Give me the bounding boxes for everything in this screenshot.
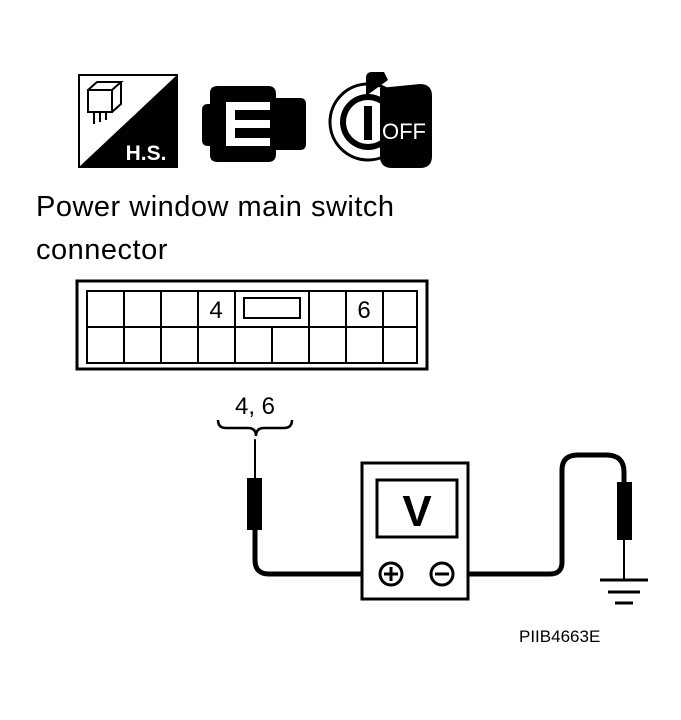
figure-code: PIIB4663E (519, 627, 601, 646)
connector-face (75, 279, 429, 371)
ignition-off-label: OFF (382, 119, 426, 144)
disconnect-connector-icon (202, 86, 306, 162)
harness-side-label: H.S. (126, 142, 167, 165)
meter-display (375, 478, 459, 539)
test-leads (247, 439, 632, 581)
ground-symbol (600, 578, 648, 605)
terminal-brace (216, 419, 294, 437)
terminal-6-label: 6 (357, 297, 370, 324)
connector-lock-tab (243, 297, 301, 319)
harness-side-icon: H.S. (78, 74, 178, 168)
negative-probe (617, 482, 632, 540)
voltmeter: V (360, 461, 470, 601)
meter-mode-label: V (402, 487, 432, 536)
terminal-4-label: 4 (209, 297, 222, 324)
ignition-off-icon: OFF (328, 72, 432, 168)
positive-probe (247, 478, 262, 530)
probe-terminal-label: 4, 6 (235, 393, 275, 420)
connector-title-line1: Power window main switch (36, 191, 395, 223)
positive-terminal-icon (378, 561, 404, 587)
connector-sketch-icon (87, 81, 124, 124)
connector-title-line2: connector (36, 234, 168, 266)
negative-terminal-icon (429, 561, 455, 587)
